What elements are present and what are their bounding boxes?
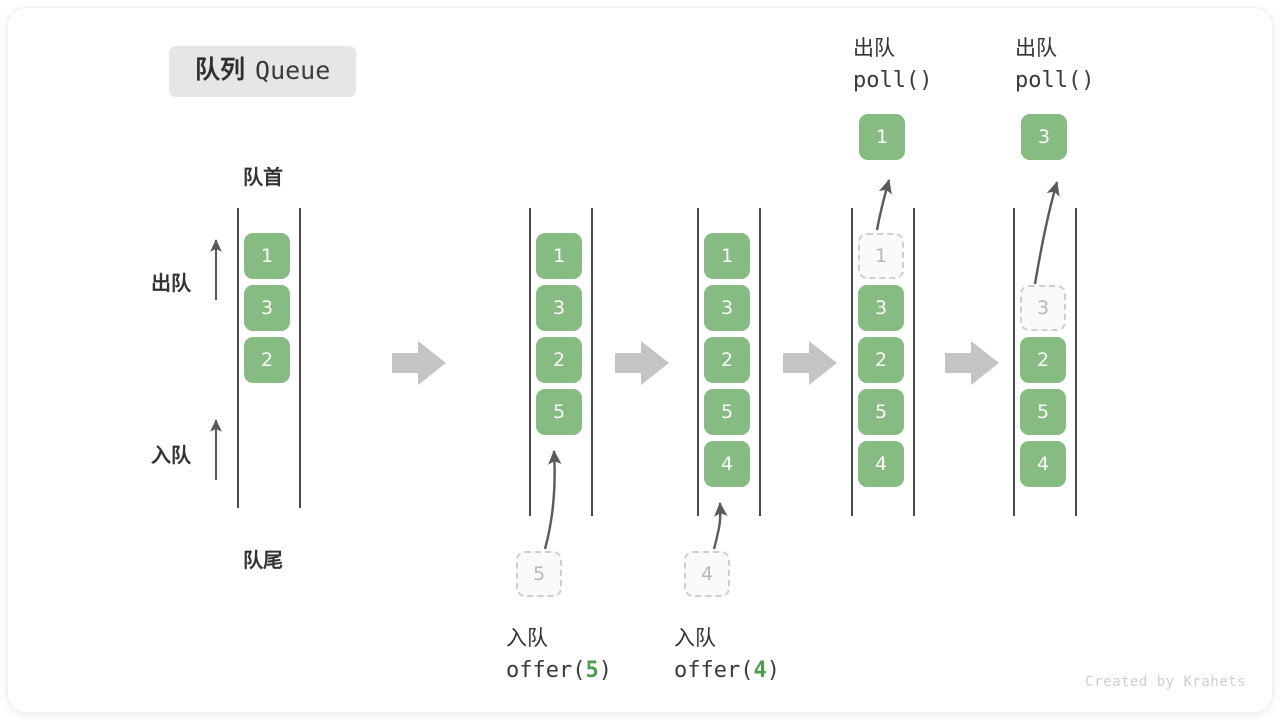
col3-rail-right (759, 208, 761, 516)
col5-rail-left (1013, 208, 1015, 516)
col1-cell-1: 3 (244, 285, 290, 331)
diagram-title-badge: 队列 Queue (169, 46, 357, 97)
col2-cell-3: 5 (536, 389, 582, 435)
col2-operation-code-post: ) (598, 657, 612, 683)
col2-operation-label: 入队 offer(5) (506, 623, 612, 687)
col1-rail-left (237, 208, 239, 508)
col2-operation-arg: 5 (585, 657, 599, 683)
block-arrow-3 (783, 341, 837, 385)
col2-cell-0: 1 (536, 233, 582, 279)
col5-output-cell: 3 (1021, 114, 1067, 160)
block-arrow-1 (392, 341, 446, 385)
diagram-title-cn: 队列 (195, 56, 246, 84)
arrows-overlay (210, 179, 1060, 550)
dequeue-direction-label: 出队 (151, 273, 191, 295)
col3-operation-label: 入队 offer(4) (674, 623, 780, 687)
col3-operation-code-post: ) (766, 657, 780, 683)
col5-operation-code: poll() (1015, 67, 1095, 93)
col3-cell-3: 5 (704, 389, 750, 435)
col5-cell-3: 4 (1020, 441, 1066, 487)
dequeue-arrow-1 (875, 179, 892, 231)
col2-rail-left (529, 208, 531, 516)
col4-cell-1: 3 (858, 285, 904, 331)
col5-operation-cn: 出队 (1015, 37, 1057, 60)
col3-rail-left (697, 208, 699, 516)
col3-operation-code-pre: offer( (674, 657, 754, 683)
col4-rail-right (913, 208, 915, 516)
col2-rail-right (591, 208, 593, 516)
col5-cell-1: 2 (1020, 337, 1066, 383)
col3-cell-2: 2 (704, 337, 750, 383)
block-arrow-4 (945, 341, 999, 385)
block-arrow-2 (615, 341, 669, 385)
col1-cell-0: 1 (244, 233, 290, 279)
col4-cell-3: 5 (858, 389, 904, 435)
dequeue-arrow-3 (1033, 181, 1060, 285)
rear-label: 队尾 (243, 550, 283, 572)
col4-operation-label: 出队 poll() (853, 33, 932, 97)
enqueue-direction-label: 入队 (151, 445, 191, 467)
col5-cell-2: 5 (1020, 389, 1066, 435)
col4-output-cell: 1 (859, 114, 905, 160)
col2-cell-2: 2 (536, 337, 582, 383)
diagram-title-en: Queue (255, 56, 331, 85)
col2-cell-1: 3 (536, 285, 582, 331)
front-label: 队首 (243, 167, 283, 189)
col2-input-ghost-cell: 5 (516, 551, 562, 597)
col4-cell-2: 2 (858, 337, 904, 383)
enqueue-arrow-4 (712, 502, 728, 550)
enqueue-arrow-5 (543, 450, 562, 550)
col3-cell-4: 4 (704, 441, 750, 487)
col4-cell-0-ghost: 1 (858, 233, 904, 279)
col4-operation-code: poll() (853, 67, 933, 93)
col3-cell-1: 3 (704, 285, 750, 331)
credit-text: Created by Krahets (1085, 674, 1246, 690)
col3-input-ghost-cell: 4 (684, 551, 730, 597)
col3-operation-arg: 4 (753, 657, 767, 683)
col3-operation-cn: 入队 (674, 627, 716, 650)
diagram-card: 队列 Queue 队首 队尾 出队 入队 1 3 2 1 3 2 5 5 入队 o… (8, 8, 1272, 712)
col5-rail-right (1075, 208, 1077, 516)
col5-cell-0-ghost: 3 (1020, 285, 1066, 331)
col1-cell-2: 2 (244, 337, 290, 383)
col2-operation-cn: 入队 (506, 627, 548, 650)
col4-cell-4: 4 (858, 441, 904, 487)
col4-rail-left (851, 208, 853, 516)
col3-cell-0: 1 (704, 233, 750, 279)
col5-operation-label: 出队 poll() (1015, 33, 1094, 97)
col4-operation-cn: 出队 (853, 37, 895, 60)
col1-rail-right (299, 208, 301, 508)
diagram-stage: 队列 Queue 队首 队尾 出队 入队 1 3 2 1 3 2 5 5 入队 o… (8, 8, 1272, 712)
col2-operation-code-pre: offer( (506, 657, 586, 683)
